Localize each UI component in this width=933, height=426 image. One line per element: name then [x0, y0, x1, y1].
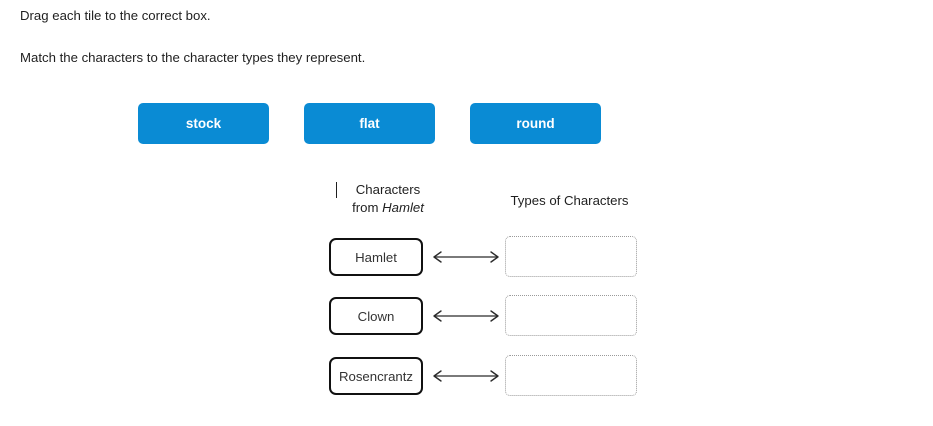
tile-label: round — [516, 116, 555, 131]
tile-label: flat — [359, 116, 380, 131]
match-row: Rosencrantz — [329, 355, 639, 396]
instruction-line-1: Drag each tile to the correct box. — [20, 8, 211, 23]
source-tile-hamlet[interactable]: Hamlet — [329, 238, 423, 276]
drop-target-box[interactable] — [505, 355, 637, 396]
source-label: Rosencrantz — [338, 368, 414, 384]
draggable-tile-stock[interactable]: stock — [138, 103, 269, 144]
left-heading-line-2: from Hamlet — [338, 199, 438, 217]
text-caret — [336, 182, 337, 198]
drop-target-box[interactable] — [505, 295, 637, 336]
double-headed-arrow-icon — [433, 251, 499, 263]
source-label: Clown — [357, 308, 395, 324]
left-heading-prefix: from — [352, 200, 383, 215]
left-heading-title: Hamlet — [382, 200, 424, 215]
double-headed-arrow-icon — [433, 370, 499, 382]
drop-target-box[interactable] — [505, 236, 637, 277]
tile-label: stock — [185, 116, 222, 131]
instruction-line-2: Match the characters to the character ty… — [20, 50, 366, 65]
match-row: Clown — [329, 295, 639, 336]
right-column-heading: Types of Characters — [510, 193, 629, 208]
source-tile-rosencrantz[interactable]: Rosencrantz — [329, 357, 423, 395]
left-heading-line-1: Characters — [355, 182, 421, 197]
double-headed-arrow-icon — [433, 310, 499, 322]
draggable-tile-flat[interactable]: flat — [304, 103, 435, 144]
draggable-tile-round[interactable]: round — [470, 103, 601, 144]
source-label: Hamlet — [355, 249, 397, 265]
source-tile-clown[interactable]: Clown — [329, 297, 423, 335]
match-row: Hamlet — [329, 236, 639, 277]
left-column-heading: Characters from Hamlet — [336, 181, 438, 217]
